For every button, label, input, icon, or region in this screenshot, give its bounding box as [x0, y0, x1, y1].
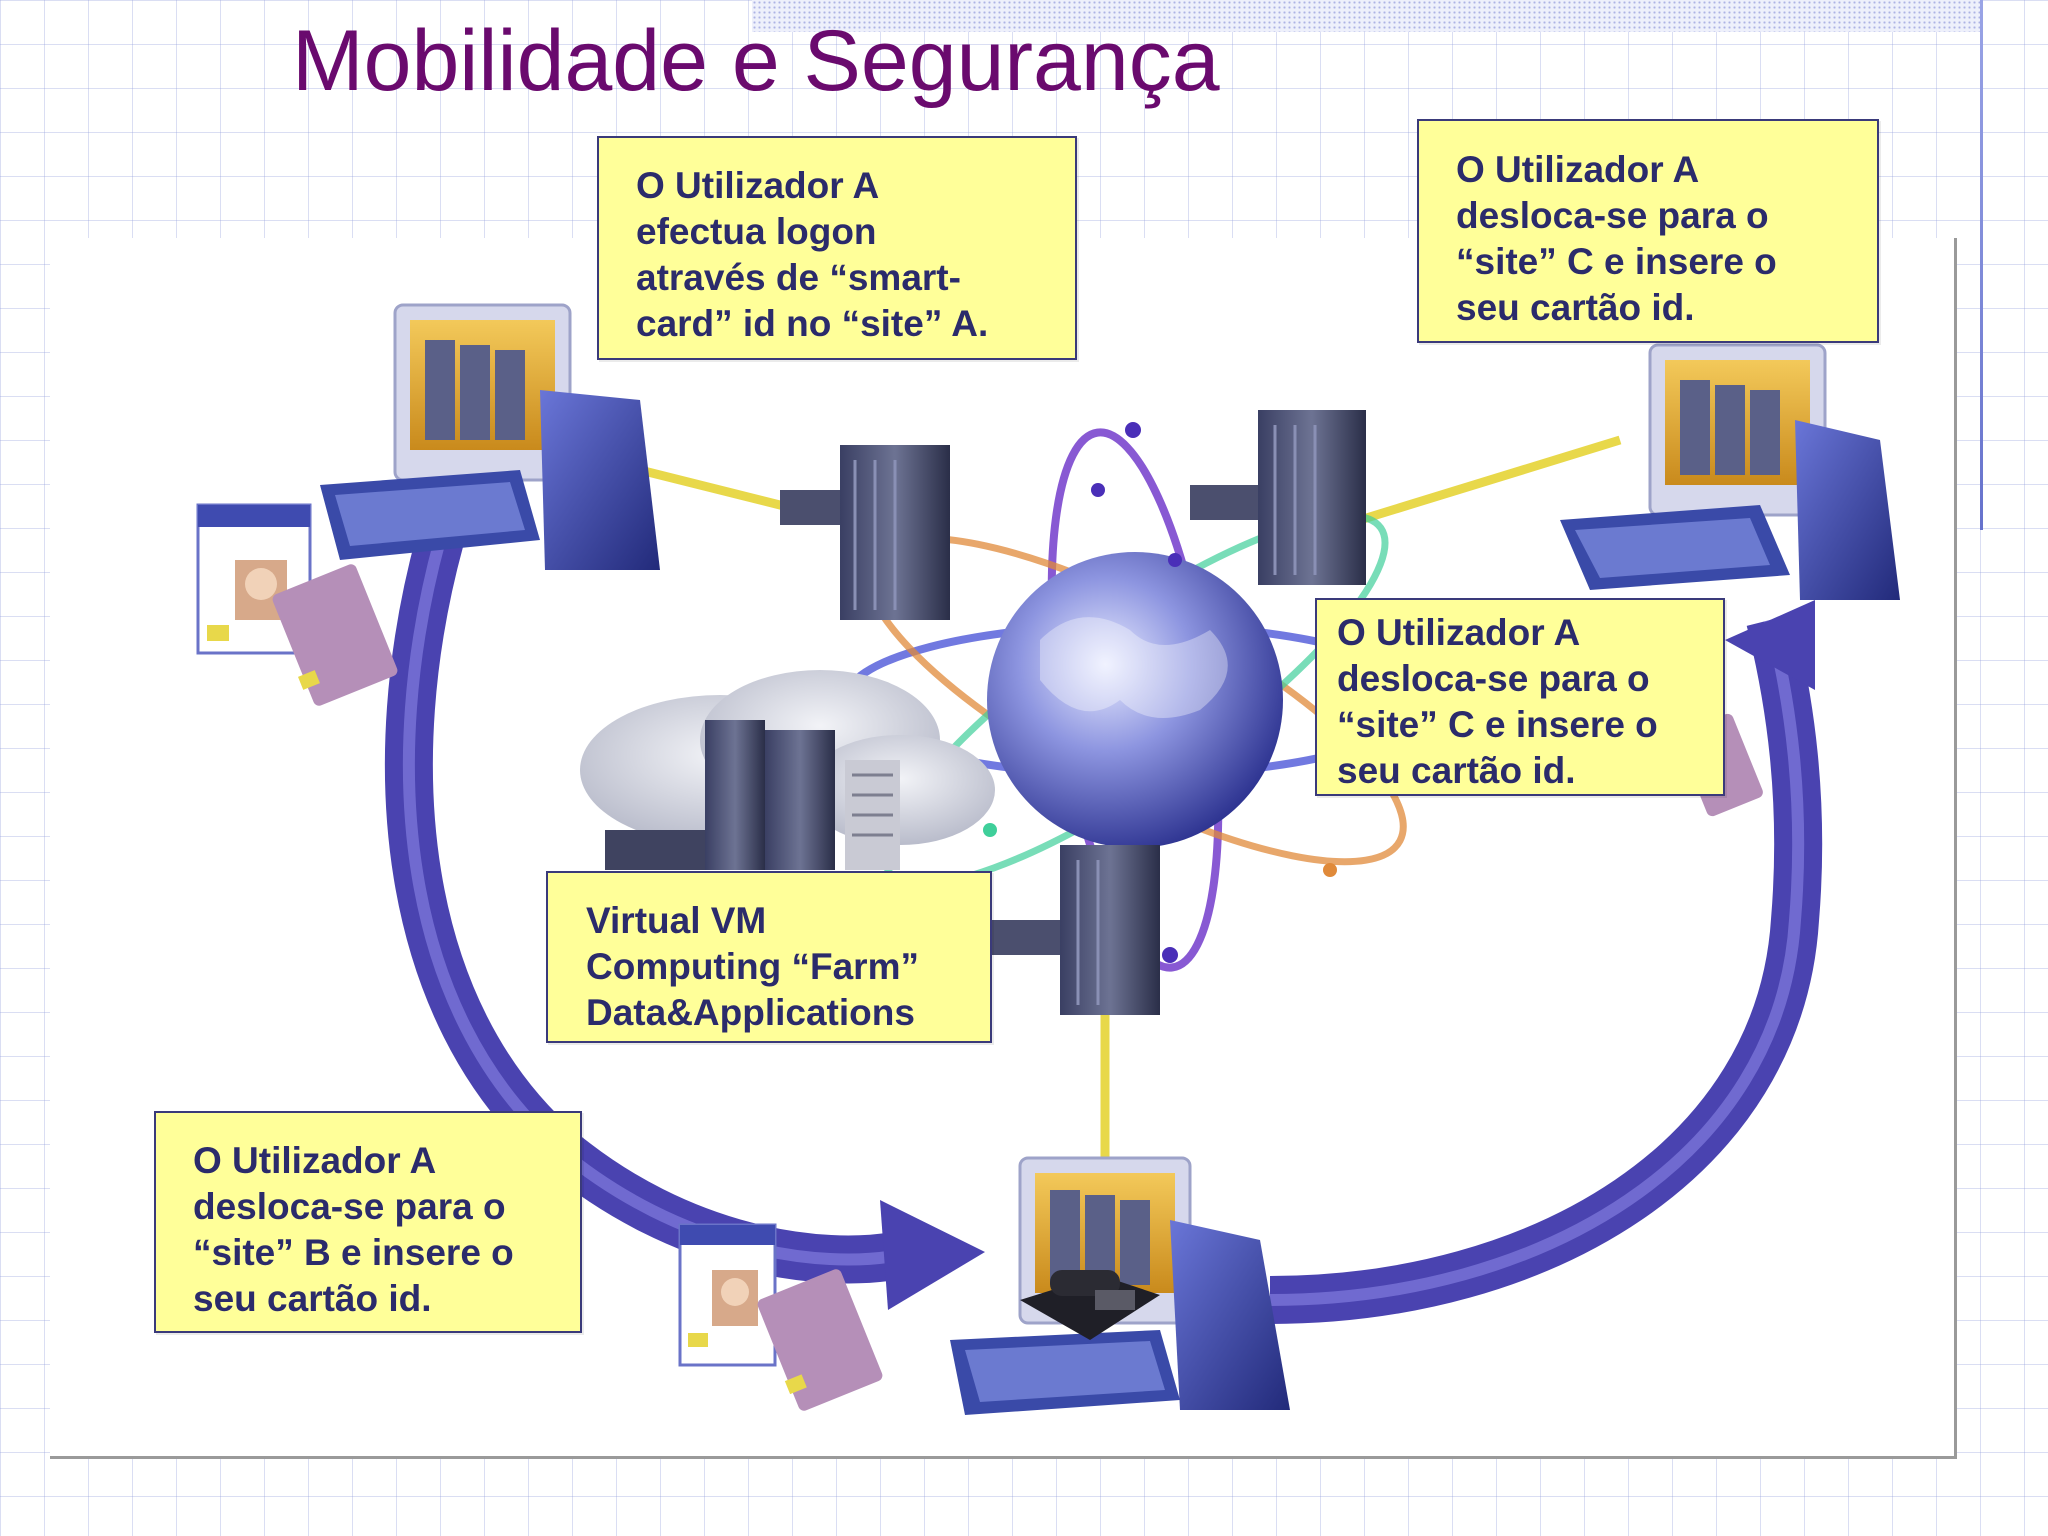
curved-arrow-icon: [384, 533, 1823, 1324]
id-badge-icon: [196, 503, 312, 655]
right-accent-rule: [1980, 0, 1983, 530]
callout-computing-farm: Virtual VM Computing “Farm” Data&Applica…: [546, 871, 992, 1043]
smart-card-icon: [272, 564, 398, 706]
server-icon: [780, 445, 950, 620]
workstation-icon: [1560, 343, 1900, 600]
server-farm-icon: [605, 720, 900, 870]
workstation-icon: [320, 303, 660, 570]
callout-site-a: O Utilizador A efectua logon através de …: [597, 136, 1077, 360]
callout-site-c-top: O Utilizador A desloca-se para o “site” …: [1417, 119, 1879, 343]
server-icon: [1190, 410, 1366, 585]
slide-title: Mobilidade e Segurança: [292, 13, 1220, 109]
server-icon: [990, 845, 1160, 1015]
callout-site-c-mid: O Utilizador A desloca-se para o “site” …: [1315, 598, 1725, 796]
telephone-icon: [1020, 1270, 1160, 1340]
dotted-header-strip: [752, 0, 1982, 32]
callout-site-b: O Utilizador A desloca-se para o “site” …: [154, 1111, 582, 1333]
id-badge-icon: [678, 1223, 777, 1367]
smart-card-icon: [757, 1269, 883, 1411]
